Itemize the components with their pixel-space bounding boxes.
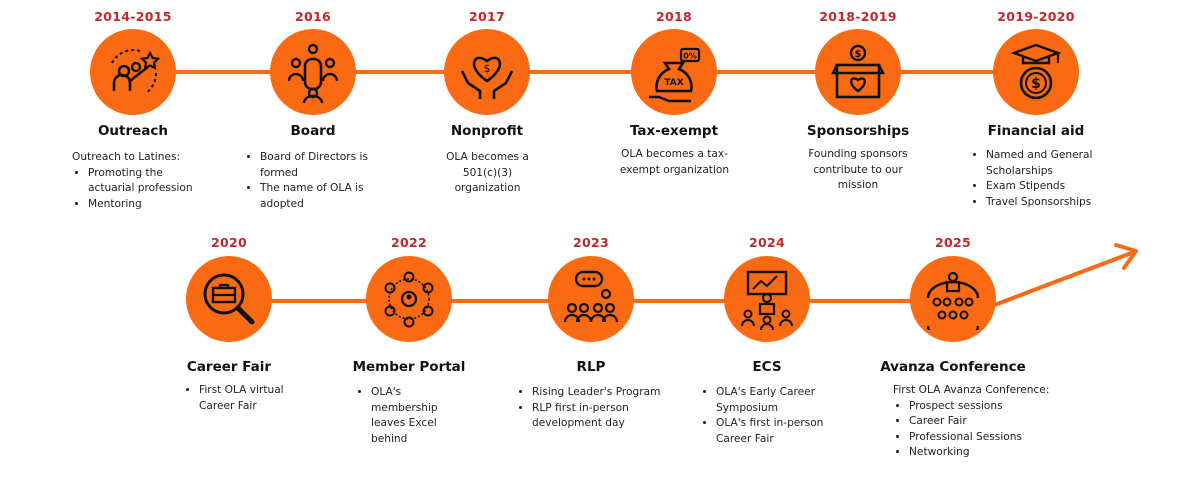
svg-text:$: $ [855,49,862,60]
milestone-description: Board of Directors is formedThe name of … [244,150,384,212]
briefcase-search-icon [203,273,255,325]
milestone-title: Career Fair [186,359,272,375]
description-bullet: Networking [909,445,1068,461]
timeline-arrow-head [1114,243,1138,270]
svg-text:0%: 0% [683,52,697,61]
description-list: Board of Directors is formedThe name of … [244,150,384,212]
milestone-description: Rising Leader's ProgramRLP first in-pers… [516,385,676,432]
milestone-year: 2024 [749,235,785,250]
milestone-year: 2019-2020 [997,9,1075,24]
milestone-title: Nonprofit [450,123,524,139]
heart-hands-icon: $ [460,56,514,99]
donation-box-icon: $ [831,44,885,99]
description-bullet: First OLA virtual Career Fair [199,383,288,414]
graduation-coin-icon: $ [1010,43,1062,100]
conference-crowd-icon [926,271,980,330]
description-bullet: Prospect sessions [909,399,1068,415]
milestone-circle [910,256,996,342]
milestone-title: RLP [576,359,606,375]
milestone-year: 2022 [391,235,427,250]
milestone-title: Member Portal [352,359,466,375]
milestone-title: Sponsorships [806,123,910,139]
milestone-title: Board [290,123,336,139]
description-bullet: The name of OLA is adopted [260,181,384,212]
svg-text:TAX: TAX [664,78,683,88]
board-meeting-icon [287,43,339,103]
network-people-icon [384,271,434,328]
milestone-title: Financial aid [987,123,1085,139]
description-list: Named and General ScholarshipsExam Stipe… [970,148,1110,210]
milestone-description: Outreach to Latines: Promoting the actuar… [72,150,212,212]
description-text: OLA becomes a tax-exempt organization [619,148,730,176]
description-bullet: Exam Stipends [986,179,1110,195]
milestone-year: 2014-2015 [94,9,172,24]
milestone-description: First OLA virtual Career Fair [183,383,288,414]
milestone-circle: $ [993,29,1079,115]
milestone-circle [90,29,176,115]
description-text: OLA becomes a 501(c)(3) organization [446,151,529,195]
milestone-circle [366,256,452,342]
milestone-title: Tax-exempt [629,123,719,139]
milestone-year: 2016 [295,9,331,24]
milestone-year: 2017 [469,9,505,24]
milestone-description: Named and General ScholarshipsExam Stipe… [970,148,1110,210]
milestone-circle: $ [444,29,530,115]
milestone-circle: TAX 0% [631,29,717,115]
milestone-title: Outreach [97,123,169,139]
milestone-description: Founding sponsors contribute to our miss… [793,147,923,194]
description-list: First OLA virtual Career Fair [183,383,288,414]
description-list: OLA's membership leaves Excel behind [355,385,460,447]
milestone-description: OLA becomes a tax-exempt organization [617,147,732,178]
milestone-circle: $ [815,29,901,115]
svg-text:$: $ [1031,76,1041,92]
milestone-year: 2018 [656,9,692,24]
milestone-description: First OLA Avanza Conference: Prospect ses… [893,383,1068,461]
description-bullet: Board of Directors is formed [260,150,384,181]
milestone-circle [548,256,634,342]
description-list: Promoting the actuarial professionMentor… [72,166,212,213]
group-chat-icon [563,270,619,323]
description-bullet: RLP first in-person development day [532,401,676,432]
description-bullet: OLA's membership leaves Excel behind [371,385,460,447]
description-bullet: Career Fair [909,414,1068,430]
milestone-description: OLA's Early Career SymposiumOLA's first … [700,385,840,447]
milestone-title: ECS [752,359,782,375]
milestone-circle [186,256,272,342]
tax-bag-icon: TAX 0% [649,47,701,103]
description-bullet: Mentoring [88,197,212,213]
description-list: Prospect sessionsCareer FairProfessional… [893,399,1068,461]
description-bullet: Named and General Scholarships [986,148,1110,179]
svg-text:$: $ [484,62,491,75]
milestone-year: 2020 [211,235,247,250]
milestone-description: OLA becomes a 501(c)(3) organization [430,150,545,197]
description-list: OLA's Early Career SymposiumOLA's first … [700,385,840,447]
milestone-year: 2025 [935,235,971,250]
milestone-year: 2023 [573,235,609,250]
presenter-icon [741,270,793,330]
milestone-description: OLA's membership leaves Excel behind [355,385,460,447]
description-list: Rising Leader's ProgramRLP first in-pers… [516,385,676,432]
milestone-circle [270,29,356,115]
milestone-year: 2018-2019 [819,9,897,24]
milestone-title: Avanza Conference [880,359,1026,375]
description-bullet: Rising Leader's Program [532,385,676,401]
milestone-circle [724,256,810,342]
description-text: Founding sponsors contribute to our miss… [808,148,908,192]
description-bullet: OLA's first in-person Career Fair [716,416,840,447]
description-bullet: Promoting the actuarial profession [88,166,212,197]
description-bullet: Travel Sponsorships [986,195,1110,211]
reach-star-icon [111,49,161,94]
description-intro: First OLA Avanza Conference: [893,384,1050,396]
description-bullet: OLA's Early Career Symposium [716,385,840,416]
description-intro: Outreach to Latines: [72,151,181,163]
description-bullet: Professional Sessions [909,430,1068,446]
